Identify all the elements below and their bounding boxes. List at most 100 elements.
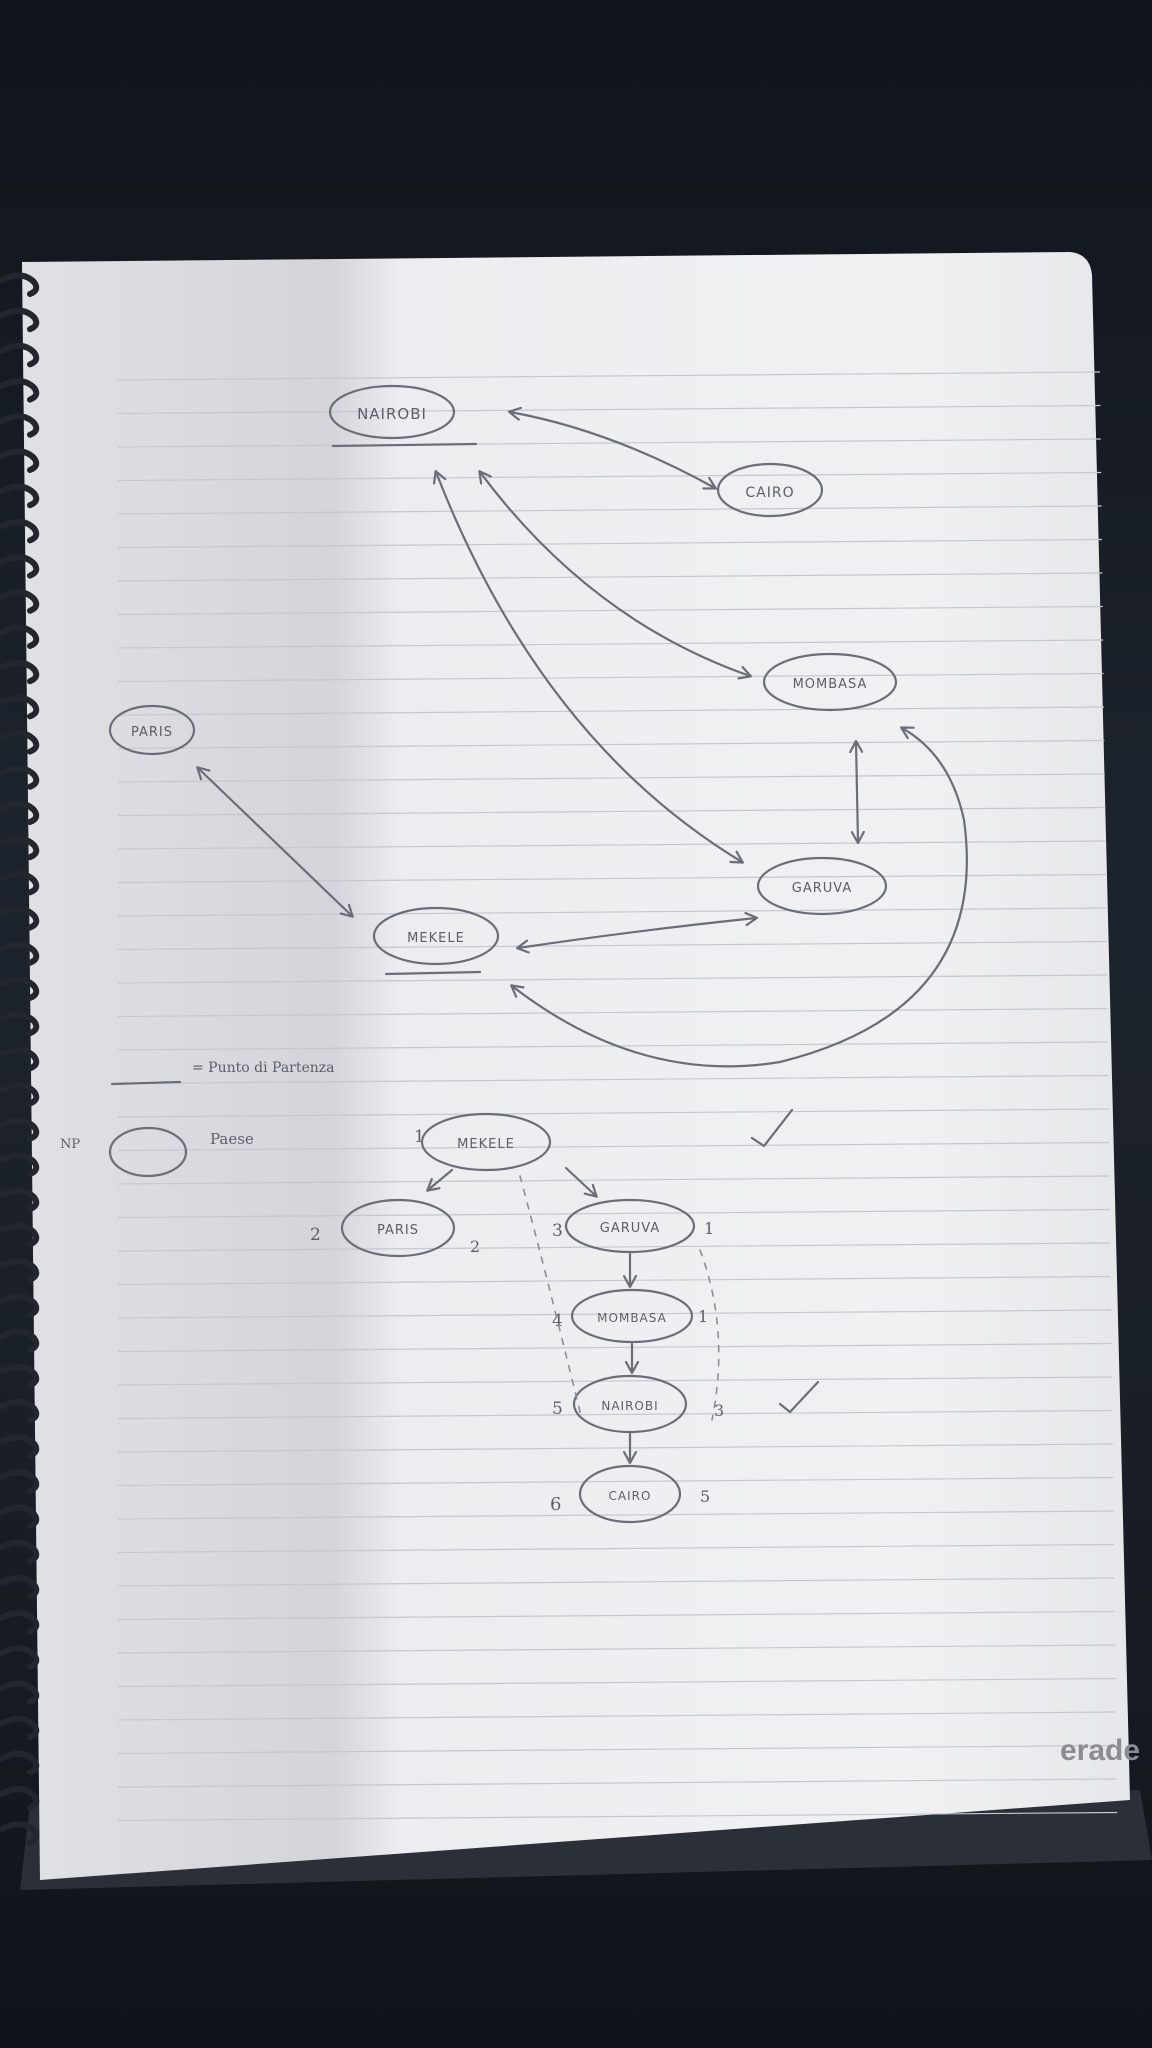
- ruled-line: [117, 1543, 1115, 1554]
- tree-n5-label: NAIROBI: [601, 1399, 658, 1413]
- tree-faint-guide-2: [699, 1249, 720, 1421]
- spiral-ring: [0, 1715, 40, 1741]
- spiral-ring: [0, 1011, 40, 1037]
- legend: = Punto di Partenza NP Paese: [60, 1060, 794, 1178]
- spiral-binding: [0, 272, 40, 1846]
- node-cairo-label: CAIRO: [745, 485, 794, 501]
- spiral-ring: [0, 1469, 40, 1494]
- paper-sheet: [22, 252, 1130, 1880]
- tree-n3-node: [564, 1198, 696, 1254]
- tree-faint-guide-1: [519, 1175, 583, 1421]
- tree-left-label: PARIS: [377, 1223, 419, 1238]
- spiral-ring: [0, 1398, 40, 1424]
- node-paris: PARIS: [108, 704, 196, 756]
- ruled-line: [117, 1342, 1112, 1353]
- spiral-ring: [0, 1222, 40, 1248]
- spiral-ring: [0, 1645, 40, 1670]
- ruled-line: [117, 1309, 1112, 1319]
- ruled-line: [117, 1744, 1117, 1755]
- tree-left-node: [340, 1198, 456, 1258]
- node-nairobi-label: NAIROBI: [357, 405, 427, 423]
- tree-root-label: MEKELE: [457, 1137, 515, 1152]
- ruled-line: [117, 1141, 1110, 1152]
- node-mekele: MEKELE: [372, 906, 500, 976]
- tree-edge-root-left: [428, 1168, 454, 1190]
- ruled-line: [117, 1778, 1117, 1788]
- edge-mekele-mombasa: [512, 728, 968, 1068]
- ruled-line: [117, 1175, 1110, 1185]
- spiral-ring: [0, 1539, 40, 1565]
- bfs-tree: 1 MEKELE 2 PARIS 2 3 GARUVA 1 4 MOMBASA …: [310, 1112, 820, 1524]
- ruled-line: [117, 1409, 1113, 1420]
- node-garuva-label: GARUVA: [792, 881, 852, 896]
- spiral-ring: [0, 835, 40, 861]
- spiral-ring: [0, 870, 40, 896]
- ruled-line: [117, 1275, 1111, 1286]
- tree-n6-label: CAIRO: [609, 1489, 652, 1503]
- spiral-ring: [0, 1046, 40, 1072]
- route-graph: NAIROBI CAIRO MOMBASA PARIS GARUVA MEKEL…: [108, 384, 968, 1068]
- ruled-line: [117, 1208, 1111, 1219]
- spiral-ring: [0, 659, 40, 685]
- spiral-ring: [0, 378, 40, 403]
- ruled-line: [117, 1677, 1116, 1688]
- ruled-line: [117, 1711, 1117, 1721]
- legend-ellipse-text: Paese: [210, 1130, 254, 1148]
- spiral-ring: [0, 1821, 40, 1846]
- tree-n3-depth: 1: [704, 1219, 714, 1238]
- spiral-ring: [0, 272, 40, 297]
- tree-n5-depth: 3: [714, 1401, 724, 1420]
- legend-underline-text: = Punto di Partenza: [192, 1060, 335, 1076]
- spiral-ring: [0, 1574, 40, 1600]
- ruled-line: [117, 1007, 1108, 1018]
- tree-left-order: 2: [310, 1225, 321, 1245]
- tree-n4-depth: 1: [698, 1307, 708, 1326]
- spiral-ring: [0, 1610, 40, 1635]
- spiral-ring: [0, 483, 40, 509]
- spiral-ring: [0, 1328, 40, 1353]
- ruled-line: [117, 1476, 1114, 1487]
- spiral-ring: [0, 694, 40, 720]
- ruled-line: [117, 1644, 1116, 1654]
- legend-ellipse-mark: [108, 1126, 188, 1178]
- spiral-ring: [0, 448, 40, 473]
- ruled-line: [117, 1041, 1109, 1051]
- spiral-ring: [0, 624, 40, 649]
- tree-n3-label: GARUVA: [600, 1221, 660, 1236]
- ruled-line: [117, 1376, 1113, 1386]
- ruled-line: [117, 1108, 1109, 1118]
- ruled-line: [117, 1242, 1111, 1252]
- spiral-ring: [0, 518, 40, 544]
- ruled-line: [117, 1443, 1113, 1453]
- spiral-ring: [0, 976, 40, 1001]
- spiral-ring: [0, 1293, 40, 1318]
- tree-n3-order: 3: [552, 1221, 563, 1241]
- spiral-ring: [0, 906, 40, 931]
- node-mekele-label: MEKELE: [407, 931, 465, 946]
- edge-paris-mekele: [198, 768, 352, 916]
- ruled-line: [117, 1510, 1114, 1520]
- start-underline-mekele: [384, 970, 482, 976]
- node-mombasa-label: MOMBASA: [793, 677, 868, 692]
- tree-root-node: [420, 1112, 552, 1172]
- tree-n4-label: MOMBASA: [597, 1311, 667, 1325]
- spiral-ring: [0, 765, 40, 790]
- check-mark-icon: [750, 1108, 794, 1148]
- node-mombasa: MOMBASA: [762, 652, 898, 712]
- tree-edge-root-n3: [564, 1166, 596, 1196]
- spiral-ring: [0, 730, 40, 755]
- tree-left-depth: 2: [470, 1237, 480, 1256]
- spiral-ring: [0, 589, 40, 614]
- spiral-ring: [0, 307, 40, 333]
- ruled-line: [117, 1610, 1115, 1621]
- spiral-ring: [0, 1504, 40, 1529]
- tree-n4-node: [570, 1288, 694, 1344]
- node-paris-label: PARIS: [131, 725, 173, 740]
- ruled-line: [117, 1811, 1118, 1822]
- tree-root-order: 1: [414, 1127, 425, 1147]
- ruled-line: [117, 1577, 1115, 1587]
- spiral-ring: [0, 1082, 40, 1107]
- spiral-ring: [0, 1363, 40, 1389]
